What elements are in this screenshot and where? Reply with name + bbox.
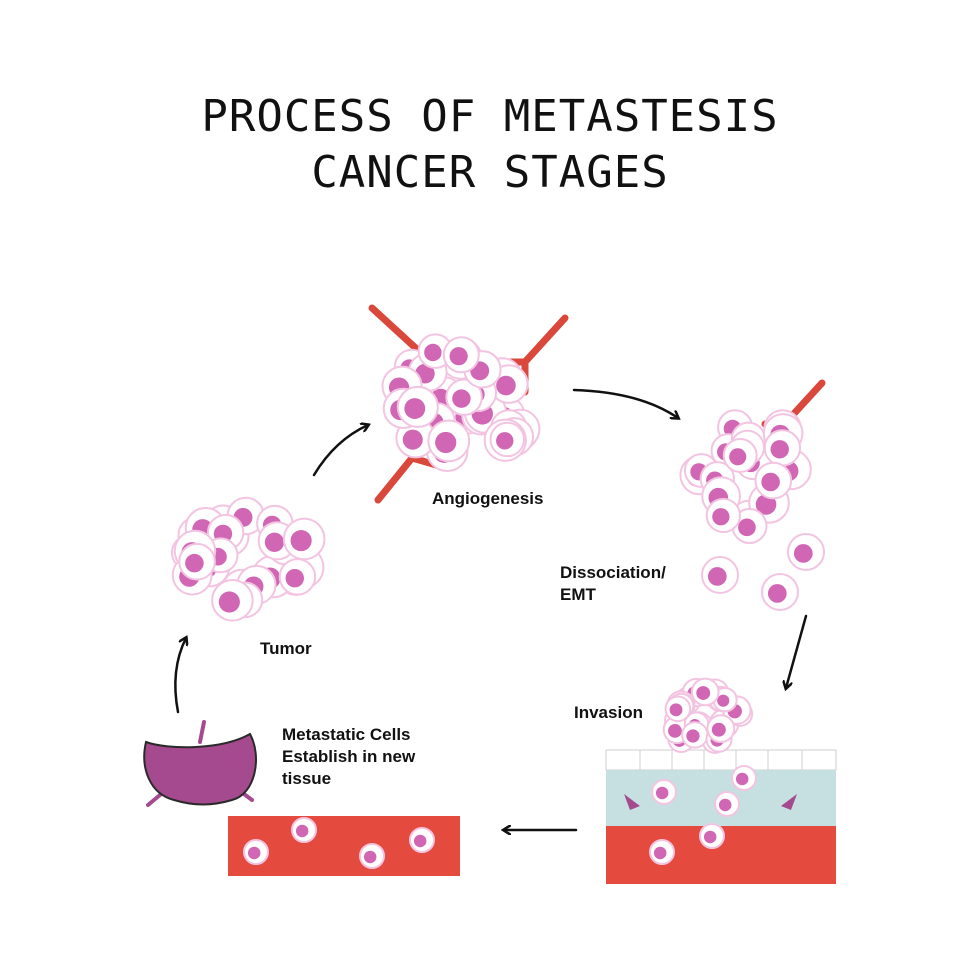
cell-nucleus (738, 518, 756, 537)
cell-nucleus (707, 567, 727, 586)
cell-nucleus (424, 343, 442, 362)
dissociation-label: Dissociation/ EMT (560, 562, 666, 606)
cell-nucleus (449, 347, 468, 366)
metastatic-label-line-3: tissue (282, 769, 332, 788)
angiogenesis-label: Angiogenesis (432, 489, 544, 508)
dissociation-cell-cluster (679, 409, 825, 611)
cell-nucleus (696, 686, 711, 700)
cell-nucleus (755, 494, 777, 515)
cell-nucleus (711, 722, 726, 737)
cell-nucleus (402, 429, 423, 450)
invasion-tissue (605, 749, 837, 884)
arrow-angiogenesis-to-dissociation (572, 388, 678, 418)
cell-nucleus (185, 553, 204, 573)
cell-nucleus (718, 798, 732, 812)
cell-nucleus (668, 724, 682, 738)
cell-nucleus (404, 398, 426, 419)
cell-nucleus (653, 846, 667, 860)
cell-nucleus (496, 432, 514, 450)
cell-nucleus (295, 824, 309, 838)
cell-nucleus (669, 703, 683, 717)
cell-nucleus (264, 532, 285, 552)
cell-nucleus (496, 375, 516, 396)
cell-nucleus (712, 508, 730, 526)
cell-nucleus (452, 389, 471, 408)
cell-nucleus (218, 591, 240, 613)
circulating-cells (243, 817, 435, 869)
cell-nucleus (793, 544, 813, 563)
organ-icon (143, 720, 257, 807)
cell-nucleus (717, 694, 730, 707)
cell-nucleus (770, 440, 789, 459)
cell-nucleus (290, 530, 312, 552)
tumor-cell-cluster (170, 496, 326, 622)
cell-nucleus (735, 772, 749, 786)
metastatic-label-line-2: Establish in new (282, 747, 416, 766)
cell-nucleus (761, 472, 780, 492)
title-line-2: CANCER STAGES (311, 147, 669, 198)
cell-nucleus (247, 846, 261, 860)
arrow-tumor-to-angiogenesis (312, 425, 368, 477)
dissociation-label-line-1: Dissociation/ (560, 563, 666, 582)
metastatic-label-line-1: Metastatic Cells (282, 725, 411, 744)
metastatic-label: Metastatic Cells Establish in new tissue (282, 724, 415, 790)
cell-nucleus (729, 448, 747, 466)
arrow-dissociation-to-invasion (786, 614, 808, 688)
arrow-organ-to-tumor (174, 638, 186, 714)
angiogenesis-cell-cluster (381, 333, 541, 472)
cell-nucleus (767, 584, 787, 603)
cell-nucleus (703, 830, 717, 844)
invasion-cell-cluster (649, 677, 757, 865)
invasion-label: Invasion (574, 703, 643, 722)
cell-nucleus (435, 431, 457, 454)
title-line-1: PROCESS OF METASTESIS (201, 91, 779, 142)
tumor-label: Tumor (260, 639, 312, 658)
cell-nucleus (285, 568, 304, 588)
cell-nucleus (363, 850, 377, 864)
cell-nucleus (655, 786, 669, 800)
cell-nucleus (686, 729, 700, 743)
dissociation-label-line-2: EMT (560, 585, 596, 604)
cell-nucleus (413, 834, 427, 848)
